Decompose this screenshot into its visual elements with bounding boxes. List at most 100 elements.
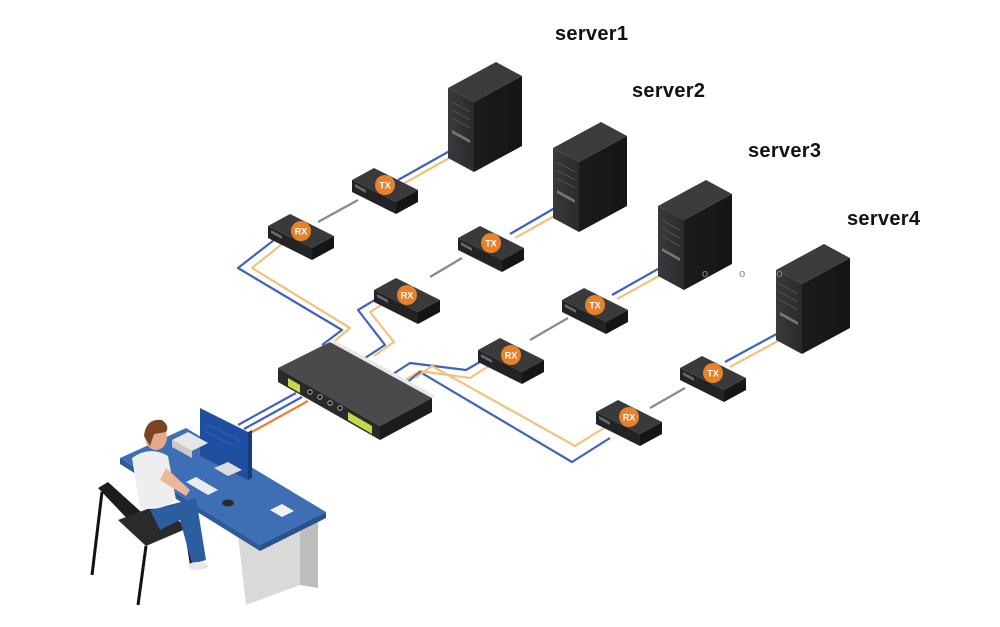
tx-badge-icon — [703, 363, 723, 383]
extender-side — [640, 422, 662, 446]
desk-top — [120, 428, 326, 545]
switch-top-highlight — [330, 340, 436, 398]
server-slot — [452, 130, 470, 143]
extender-side — [724, 378, 746, 402]
tx-extender-4: TX — [680, 356, 746, 402]
server-slot — [780, 312, 798, 325]
drive-bay — [779, 291, 799, 303]
kvm-switch — [278, 340, 436, 440]
rx-badge-icon — [501, 345, 521, 365]
extender-port — [481, 354, 492, 363]
server-tower-4 — [776, 244, 850, 354]
extender-side — [312, 236, 334, 260]
server-front — [776, 270, 802, 354]
server-tower-2 — [553, 122, 627, 232]
rx-badge-icon — [619, 407, 639, 427]
server-slot — [557, 190, 575, 203]
extender-side — [396, 190, 418, 214]
server-tower-3 — [658, 180, 732, 290]
monitor-line — [205, 423, 241, 442]
switch-accent-right — [348, 412, 372, 434]
person-arm — [160, 468, 190, 496]
tx-extender-1: TX — [352, 168, 418, 214]
person-torso — [132, 450, 176, 509]
rx-extender-3: RX — [478, 338, 544, 384]
extender-side — [502, 248, 524, 272]
cable-gray-tx3-rx3 — [529, 317, 569, 341]
rx-extender-2: RX — [374, 278, 440, 324]
drive-bay — [451, 117, 471, 129]
rx-extender-4: RX — [596, 400, 662, 446]
extender-port — [355, 184, 366, 193]
cable-blue-server1-tx — [397, 147, 456, 181]
server-tower-1 — [448, 62, 522, 172]
switch-port — [307, 389, 313, 395]
cable-gray-tx1-rx1 — [317, 199, 359, 223]
person-hair — [144, 419, 168, 446]
drive-bay — [451, 101, 471, 113]
drive-bay — [661, 219, 681, 231]
server-top — [658, 180, 732, 220]
person-shoe — [188, 562, 208, 570]
extender-side — [418, 300, 440, 324]
server-side — [684, 194, 732, 290]
tx-badge-icon — [481, 233, 501, 253]
server-side — [802, 258, 850, 354]
cable-blue-server2-tx — [509, 204, 561, 235]
switch-port — [337, 405, 343, 411]
drive-bay — [661, 235, 681, 247]
extender-port — [461, 242, 472, 251]
rx-badge-label: RX — [295, 227, 308, 237]
server3-label: server3 — [748, 140, 822, 162]
monitor-back — [248, 430, 252, 480]
cable-blue-rx4-switch — [404, 370, 611, 464]
switch-port — [317, 394, 323, 400]
server4-label: server4 — [847, 208, 921, 230]
server2-label: server2 — [632, 80, 706, 102]
chair-leg — [90, 491, 104, 576]
desk-edge-side — [260, 512, 326, 551]
switch-top — [278, 342, 432, 426]
tx-extender-2: TX — [458, 226, 524, 272]
server-top — [776, 244, 850, 284]
rx-badge-icon — [291, 221, 311, 241]
server-side — [579, 136, 627, 232]
chair-leg — [136, 545, 148, 606]
cable-blue-server3-tx — [611, 264, 666, 296]
extender-port — [271, 230, 282, 239]
notepad — [270, 504, 294, 517]
server1-label: server1 — [555, 23, 629, 45]
cable-blue-server4-tx — [724, 329, 785, 363]
cable-blue-switch-pc — [237, 392, 297, 426]
cable-blue-rx1-switch — [236, 239, 344, 346]
drive-bay — [451, 109, 471, 121]
rx-extender-1: RX — [268, 214, 334, 260]
tx-badge-label: TX — [707, 369, 719, 379]
pc-unit-front — [172, 440, 192, 458]
extender-port — [565, 304, 576, 313]
more-servers-ellipsis: o o o — [702, 268, 797, 280]
monitor-stand — [214, 462, 242, 476]
cable-orange-rx1-switch — [250, 243, 352, 346]
drive-bay — [556, 177, 576, 189]
monitor-line — [205, 431, 233, 446]
drive-bay — [661, 227, 681, 239]
keyboard — [186, 477, 218, 495]
pc-unit — [172, 432, 208, 451]
drive-bay — [779, 283, 799, 295]
extender-port — [377, 294, 388, 303]
mouse — [222, 499, 234, 507]
cable-orange-switch-pc — [251, 400, 309, 433]
extender-port — [599, 416, 610, 425]
extender-side — [522, 360, 544, 384]
tx-badge-label: TX — [379, 181, 391, 191]
server-front — [658, 206, 684, 290]
server-side — [474, 76, 522, 172]
person-legs — [150, 498, 206, 564]
cable-blue-rx2-switch — [356, 291, 389, 359]
drive-bay — [556, 169, 576, 181]
cable-orange-rx4-switch — [414, 364, 605, 448]
monitor-screen — [200, 408, 248, 480]
